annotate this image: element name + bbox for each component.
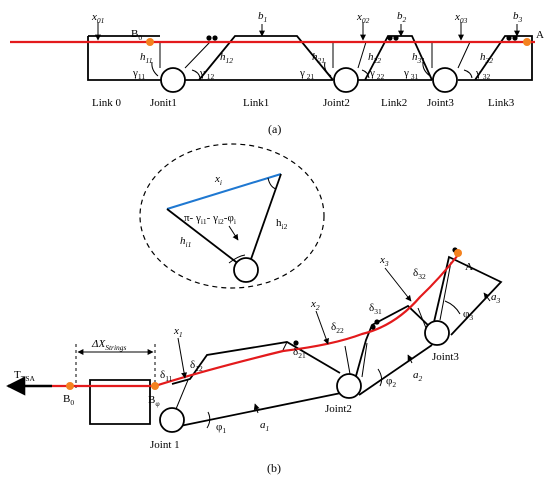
link1-frame: [185, 35, 334, 81]
gamma-label: γ11: [132, 67, 145, 81]
gamma-label: γ 21: [299, 67, 315, 81]
inset-h2-label: hi2: [276, 217, 288, 231]
phi-label: φ3: [463, 308, 473, 322]
joint2-circle: [333, 67, 359, 93]
string-b: [52, 254, 459, 388]
phi-arc: [444, 300, 461, 315]
delta-label: δ22: [331, 321, 344, 335]
gamma-label: γ 31: [403, 67, 419, 81]
inset-ellipse: [139, 143, 325, 289]
joint3-circle-b: [424, 320, 450, 346]
tension-label: TTSA: [14, 369, 35, 383]
top-label: b1: [258, 10, 267, 24]
a-label: a1: [260, 419, 269, 433]
node-a-b: [454, 249, 462, 257]
a-arrow: [253, 403, 260, 414]
bottom-label: Link 0: [92, 97, 122, 109]
x-arrow: [384, 267, 412, 302]
link0-frame-b: [89, 379, 151, 425]
inset-h1-line: [166, 208, 241, 266]
top-arrows: [95, 22, 520, 41]
top-label: b2: [397, 10, 407, 24]
node-bphi: [151, 382, 159, 390]
x-label: x3: [379, 254, 389, 268]
a-label: a2: [413, 369, 423, 383]
inset-detail: xi π- γi1- γi2-φi hi1 hi2: [139, 143, 325, 289]
top-label: x03: [454, 11, 468, 25]
struts-b: [175, 261, 452, 410]
gamma-arcs: [151, 61, 473, 79]
node-b0-b: [66, 382, 74, 390]
phi-label: φ1: [216, 421, 226, 435]
delta-label: δ11: [160, 369, 173, 383]
joint-label: Joint2: [325, 403, 352, 415]
gamma-label: γ 22: [369, 67, 385, 81]
bottom-label: Joint3: [427, 97, 454, 109]
phi-arc: [377, 368, 383, 387]
joint-label: Joint3: [432, 351, 459, 363]
node-b0: [146, 38, 154, 46]
joint-label: Joint 1: [150, 439, 180, 451]
delta-x-label: ΔXStrings: [91, 338, 127, 352]
delta-label: δ21: [293, 346, 306, 360]
label-b0: B0: [131, 28, 142, 42]
gamma-label: γ 12: [199, 67, 215, 81]
phi-arc: [206, 411, 211, 429]
link3-frame-b: [433, 255, 503, 336]
figure-b: TTSA ΔXStrings: [6, 247, 503, 475]
label-a: A: [536, 29, 544, 41]
joint1-circle-b: [159, 407, 185, 433]
caption-a: (a): [268, 122, 281, 136]
x-label: x1: [173, 325, 183, 339]
x-arrow: [177, 337, 188, 379]
h-label: h32: [480, 51, 493, 65]
h-lines: [159, 41, 471, 69]
string-guides: [206, 35, 518, 41]
x-label: x2: [310, 298, 320, 312]
x-arrow: [315, 310, 329, 345]
h-label: h11: [140, 51, 152, 65]
h-label: h22: [368, 51, 381, 65]
inset-h1-label: hi1: [180, 235, 191, 249]
delta-label: δ32: [413, 267, 426, 281]
delta-label: δ31: [369, 302, 382, 316]
bottom-label: Link3: [488, 97, 515, 109]
phi-label: φ2: [386, 375, 396, 389]
inset-angle-label: π- γi1- γi2-φi: [184, 212, 236, 226]
h-label: h12: [220, 51, 233, 65]
top-label: x01: [91, 11, 104, 25]
a-arrow: [483, 292, 491, 302]
label-b0-b: B0: [63, 393, 74, 407]
top-label: b3: [513, 10, 523, 24]
h-label: h21: [312, 51, 325, 65]
inset-x-line: [166, 173, 282, 210]
a-label: a3: [491, 291, 501, 305]
string-guides-b: [293, 247, 458, 346]
bottom-label: Link1: [243, 97, 269, 109]
label-bphi: Bφ: [148, 394, 160, 408]
joint1-circle: [160, 67, 186, 93]
node-a: [523, 38, 531, 46]
h-label: h31: [412, 51, 425, 65]
bottom-label: Link2: [381, 97, 407, 109]
link1-frame-b: [171, 341, 342, 427]
delta-label: δ12: [190, 359, 203, 373]
label-a-b: A: [465, 261, 473, 273]
top-label: x02: [356, 11, 370, 25]
inset-angle-arc: [267, 177, 277, 190]
inset-arrow: [228, 225, 239, 241]
inset-joint: [233, 257, 259, 283]
figure-a: B0 A x01 b1 x02 b2 x03 b3 h11 h12 h21 h2…: [10, 10, 544, 136]
joint3-circle: [432, 67, 458, 93]
caption-b: (b): [267, 461, 281, 475]
inset-x-label: xi: [214, 173, 222, 187]
a-arrow: [407, 354, 414, 364]
gamma-label: γ 32: [475, 67, 491, 81]
bottom-label: Joint2: [323, 97, 350, 109]
inset-angle-arc: [228, 254, 246, 264]
joint2-circle-b: [336, 373, 362, 399]
bottom-label: Jonit1: [150, 97, 177, 109]
